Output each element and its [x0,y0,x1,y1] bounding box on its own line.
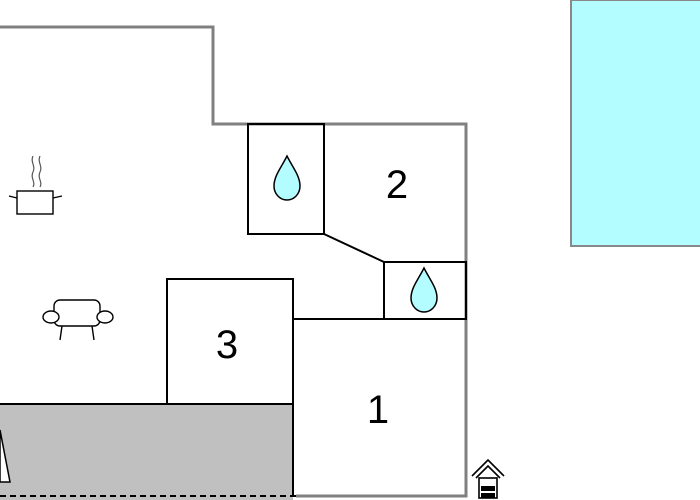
water-drop-icon [410,266,438,313]
entrance-icon [471,458,505,499]
room-label-2: 2 [386,163,408,207]
sofa-icon [42,299,114,341]
pool [570,0,700,247]
terrace [0,404,293,500]
room-label-1: 1 [367,388,389,432]
outer-wall [0,25,468,498]
bedroom-2-wall [323,233,385,263]
kitchen-pot-icon [8,155,63,215]
bathroom-right [383,261,467,320]
bathroom-top [247,123,325,235]
water-drop-icon [273,154,301,201]
room-label-3: 3 [216,323,238,367]
terrace-triangle-mark [0,429,11,483]
